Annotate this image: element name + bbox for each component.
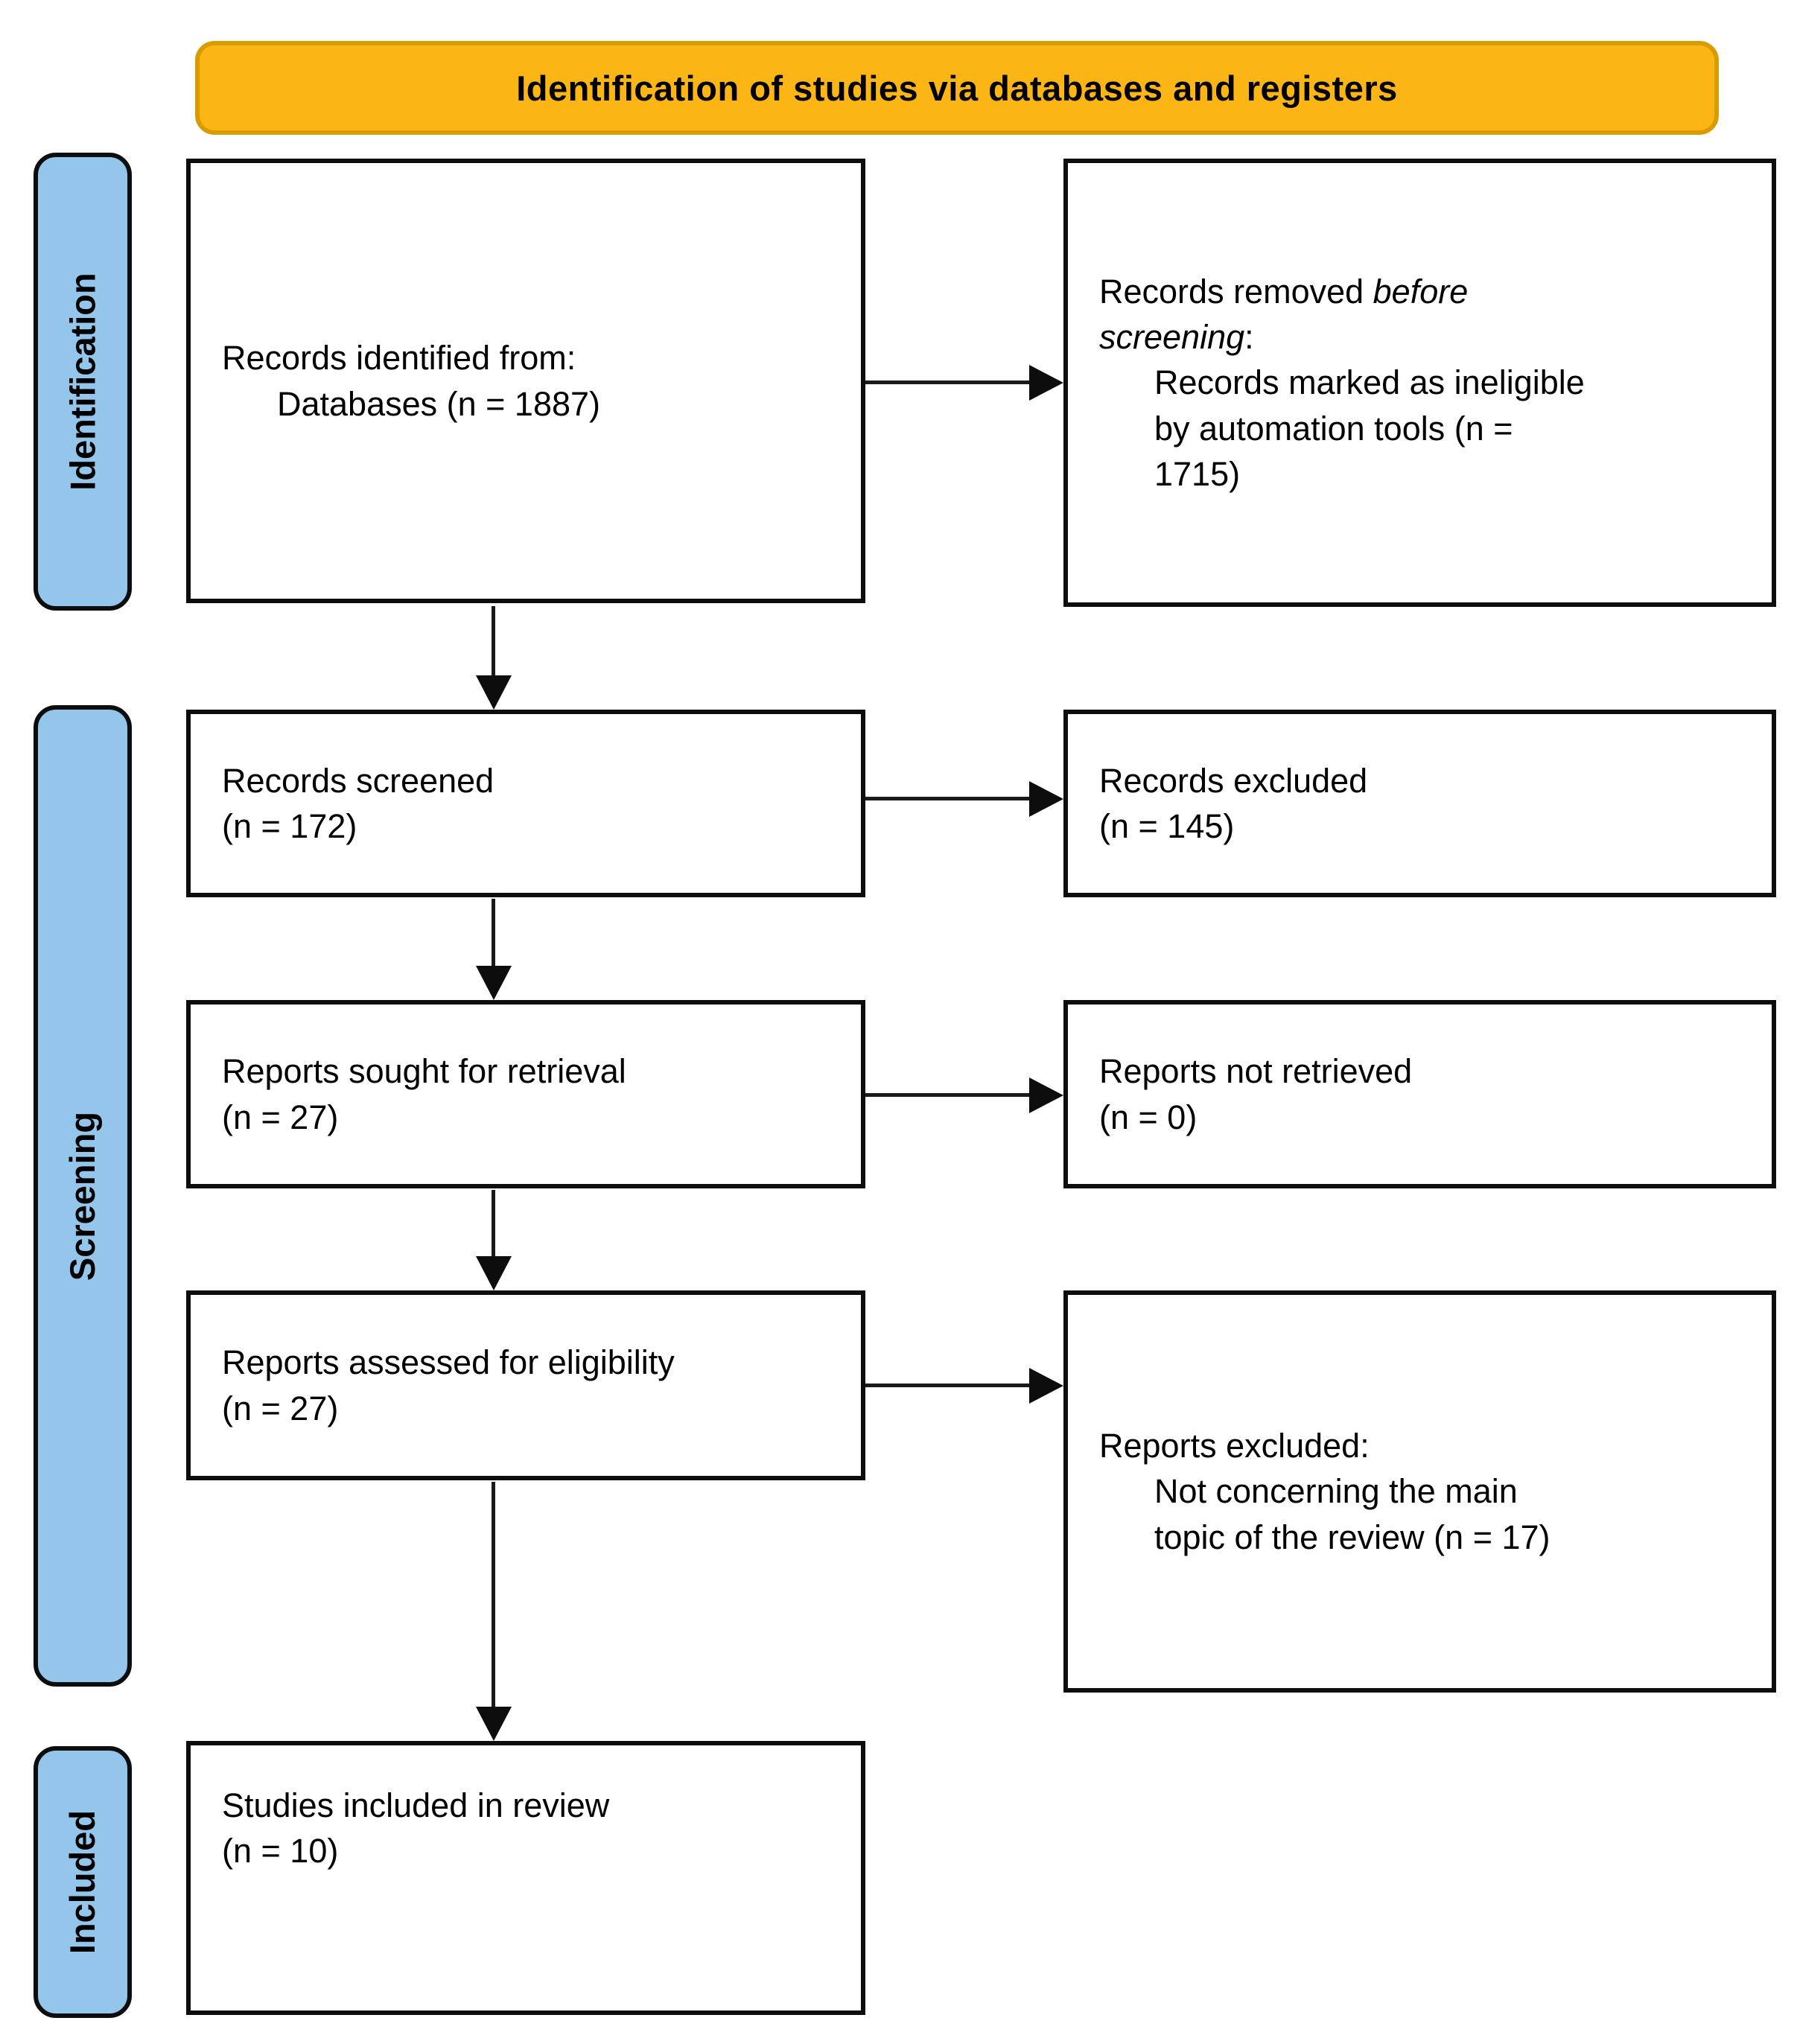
box-reports-assessed: Reports assessed for eligibility (n = 27… (186, 1290, 865, 1480)
studies-included-title: Studies included in review (n = 10) (222, 1786, 610, 1871)
records-identified-title: Records identified from: (222, 339, 576, 378)
box-reports-excluded: Reports excluded: Not concerning the mai… (1063, 1290, 1776, 1693)
arrowhead-down-icon (476, 1256, 512, 1290)
arrowhead-right-icon (1029, 1368, 1063, 1404)
arrowhead-down-icon (476, 675, 512, 710)
banner-title: Identification of studies via databases … (516, 68, 1398, 108)
box-reports-not-retrieved: Reports not retrieved (n = 0) (1063, 1000, 1776, 1188)
box-records-removed: Records removed before screening: Record… (1063, 159, 1776, 607)
stage-included-label: Included (63, 1809, 103, 1955)
stage-screening: Screening (34, 705, 132, 1687)
records-removed-emphasis: before screening (1099, 273, 1469, 357)
stage-identification: Identification (34, 153, 132, 611)
reports-assessed-title: Reports assessed for eligibility (n = 27… (222, 1343, 675, 1427)
banner: Identification of studies via databases … (195, 41, 1719, 135)
arrowhead-right-icon (1029, 781, 1063, 817)
stage-included: Included (34, 1746, 132, 2018)
records-identified-detail: Databases (n = 1887) (277, 384, 601, 423)
records-excluded-title: Records excluded (n = 145) (1099, 761, 1368, 845)
arrowhead-down-icon (476, 1707, 512, 1741)
arrowhead-down-icon (476, 966, 512, 1000)
reports-sought-title: Reports sought for retrieval (n = 27) (222, 1052, 626, 1136)
reports-not-retrieved-title: Reports not retrieved (n = 0) (1099, 1052, 1413, 1136)
reports-excluded-detail: Not concerning the main topic of the rev… (1154, 1472, 1550, 1556)
records-removed-detail: Records marked as ineligible by automati… (1154, 363, 1585, 493)
arrowhead-right-icon (1029, 365, 1063, 401)
box-records-excluded: Records excluded (n = 145) (1063, 710, 1776, 897)
box-studies-included: Studies included in review (n = 10) (186, 1741, 865, 2015)
stage-identification-label: Identification (63, 273, 103, 491)
box-records-screened: Records screened (n = 172) (186, 710, 865, 897)
box-reports-sought: Reports sought for retrieval (n = 27) (186, 1000, 865, 1188)
records-removed-title: Records removed before screening: (1099, 273, 1469, 357)
box-records-identified: Records identified from: Databases (n = … (186, 159, 865, 603)
stage-screening-label: Screening (63, 1111, 103, 1281)
reports-excluded-title: Reports excluded: (1099, 1427, 1370, 1465)
arrowhead-right-icon (1029, 1077, 1063, 1113)
records-screened-title: Records screened (n = 172) (222, 761, 494, 845)
